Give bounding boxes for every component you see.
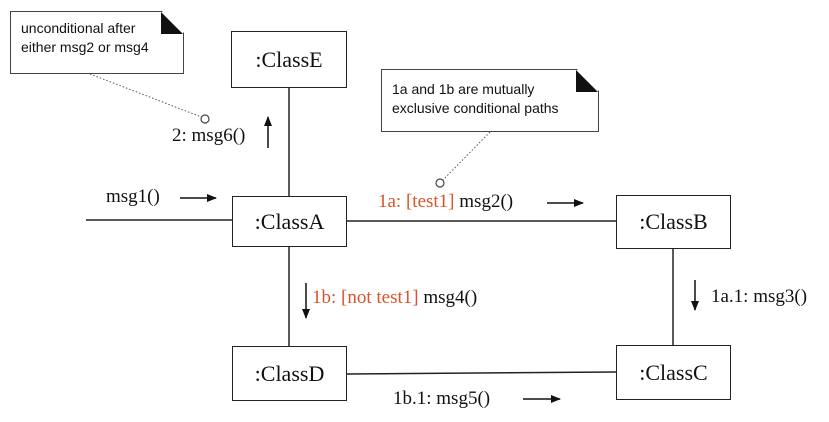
class-d-box[interactable]: :ClassD [232,346,347,401]
class-b-label: :ClassB [639,209,708,234]
class-a-box[interactable]: :ClassA [232,196,347,247]
msg4-seq: 1b: [312,287,337,308]
note-right-line2: exclusive conditional paths [392,100,559,116]
msg6-label: 2: msg6() [172,125,246,146]
note-right-anchor-dot [435,178,445,188]
msg2-guard: [test1] [405,191,455,212]
note-left-line1: unconditional after [21,20,136,36]
msg4-guard: [not test1] [341,287,419,308]
class-d-label: :ClassD [254,360,325,386]
msg5-label: 1b.1: msg5() [393,388,491,409]
class-c-label: :ClassC [639,359,708,385]
msg1-label: msg1() [106,186,160,207]
note-left-line2: either msg2 or msg4 [21,39,149,55]
class-a-label: :ClassA [254,208,325,234]
note-left-anchor-dot [200,114,210,124]
link-d-c [346,371,617,375]
note-right-line1: 1a and 1b are mutually [392,81,535,97]
msg4-name: msg4() [423,287,478,308]
note-left: unconditional after either msg2 or msg4 [10,11,184,74]
note-left-anchor-line [89,73,205,119]
msg2-name: msg2() [459,191,514,212]
msg3-label: 1a.1: msg3() [711,286,808,307]
class-c-box[interactable]: :ClassC [616,345,731,400]
msg2-seq: 1a: [378,191,402,212]
msg2-label: 1a: [test1] msg2() [378,191,513,213]
class-e-label: :ClassE [255,46,323,72]
note-right-anchor-line [440,131,491,183]
note-right: 1a and 1b are mutually exclusive conditi… [381,69,599,132]
class-b-box[interactable]: :ClassB [616,195,731,249]
class-e-box[interactable]: :ClassE [231,31,347,88]
msg4-label: 1b: [not test1] msg4() [312,287,477,309]
